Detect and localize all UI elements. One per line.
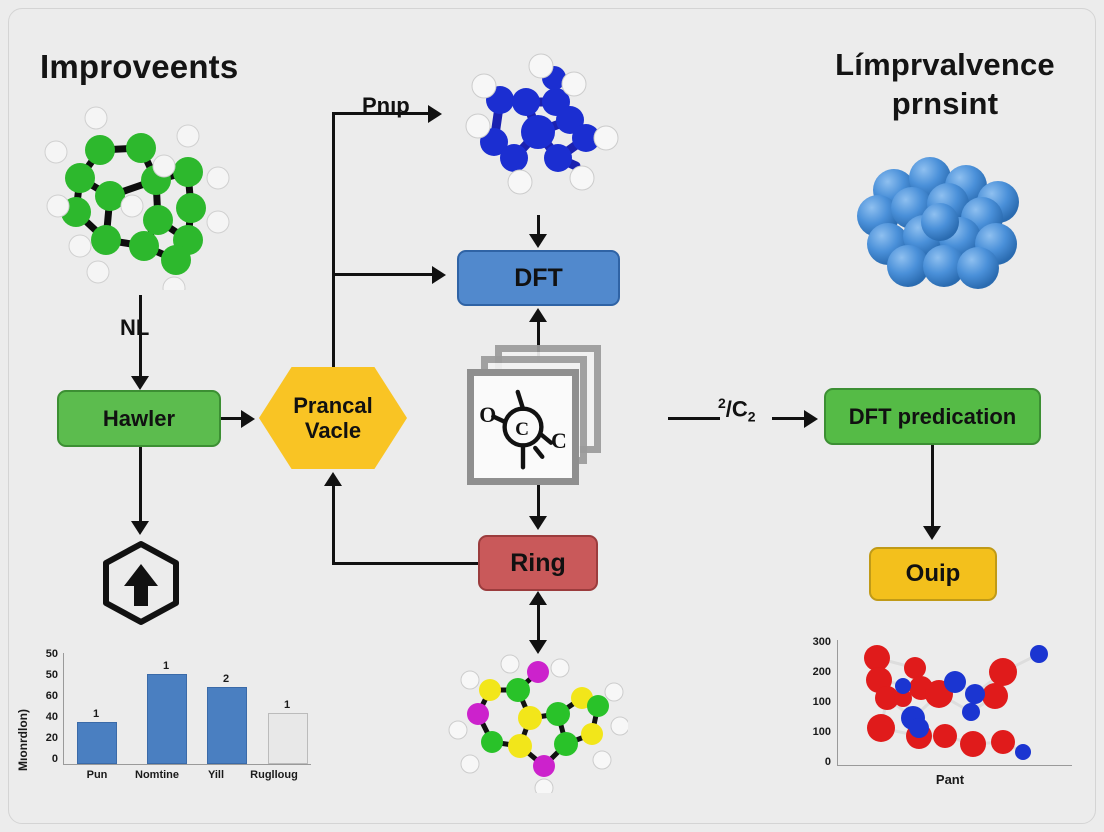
edge-ring-to-molecule bbox=[537, 604, 540, 644]
edge-label-c2-sup: 2 bbox=[718, 395, 726, 411]
chart-right-ytick-4: 0 bbox=[824, 756, 831, 768]
molecule-sketch-icon: O C C bbox=[479, 389, 567, 470]
chart-left-xaxis bbox=[63, 764, 311, 765]
chart-left-ytick-3: 40 bbox=[45, 711, 58, 723]
chart-left-cat-1: Nomtine bbox=[135, 769, 179, 781]
chart-left-ytick-1: 50 bbox=[45, 669, 58, 681]
bar-chart-left: Mıonrdlon) 50 50 60 40 20 0 1 1 2 1 Pun … bbox=[14, 645, 329, 785]
arrowhead-molecule-dft bbox=[529, 234, 547, 248]
chart-right-ytick-2: 100 bbox=[812, 696, 831, 708]
edge-ring-feedback bbox=[332, 562, 480, 565]
arrowhead-to-hexicon bbox=[131, 521, 149, 535]
chart-right-yaxis bbox=[837, 640, 838, 766]
document-stack-icon: O C C bbox=[465, 345, 605, 490]
edge-c2-to-dftpred bbox=[772, 417, 806, 420]
edge-prancal-to-dft bbox=[332, 273, 434, 276]
edge-label-c2-mid: /C bbox=[725, 396, 748, 422]
edge-hawler-to-prancal bbox=[221, 417, 243, 420]
chart-left-cat-2: Yill bbox=[207, 769, 225, 781]
edge-c2-left-stub bbox=[668, 417, 720, 420]
chart-left-ytick-2: 60 bbox=[45, 690, 58, 702]
edge-docs-to-dft bbox=[537, 322, 540, 362]
chart-right-xlabel: Pant bbox=[935, 772, 965, 787]
chart-right-ytick-0: 300 bbox=[812, 636, 831, 648]
arrowhead-to-ouip bbox=[923, 526, 941, 540]
arrowhead-docs-dft bbox=[529, 308, 547, 322]
multicolor-molecule-icon bbox=[448, 654, 628, 793]
chart-right-ytick-1: 200 bbox=[812, 666, 831, 678]
bar-3 bbox=[268, 713, 308, 764]
scatter-chart-right: 300 200 100 100 0 bbox=[795, 632, 1095, 797]
doc-atom-c-right: C bbox=[551, 429, 567, 453]
green-molecule-icon bbox=[44, 106, 230, 290]
document-card-front: O C C bbox=[467, 369, 579, 485]
arrowhead-to-hawler bbox=[131, 376, 149, 390]
edge-prancal-spine bbox=[332, 112, 335, 368]
chart-left-ylabel: Mıonrdlon) bbox=[16, 709, 30, 771]
edge-docs-to-ring bbox=[537, 470, 540, 518]
chart-right-ytick-3: 100 bbox=[812, 726, 831, 738]
blue-molecule-icon bbox=[465, 53, 619, 195]
node-dft[interactable]: DFT bbox=[457, 250, 620, 306]
chart-left-cat-0: Pun bbox=[86, 769, 108, 781]
molecule-red-blue-lattice-icon bbox=[864, 645, 1048, 760]
arrowhead-to-dft bbox=[432, 266, 446, 284]
edge-label-pnip: Pnıp bbox=[362, 93, 410, 118]
node-ring[interactable]: Ring bbox=[478, 535, 598, 591]
doc-atom-o: O bbox=[479, 403, 496, 427]
edge-label-c2: 2/C2 bbox=[718, 395, 756, 425]
chart-right-xaxis bbox=[837, 765, 1072, 766]
node-dft-predication[interactable]: DFT predication bbox=[824, 388, 1041, 445]
edge-molecule-to-hawler bbox=[139, 295, 142, 378]
arrowhead-to-blue-molecule bbox=[428, 105, 442, 123]
edge-hawler-to-hexicon bbox=[139, 447, 142, 523]
arrowhead-to-dft-predication bbox=[804, 410, 818, 428]
bar-value-1: 1 bbox=[162, 660, 170, 672]
chart-left-plot-area: 1 1 2 1 bbox=[63, 653, 311, 764]
bar-value-3: 1 bbox=[283, 699, 291, 711]
node-prancal-line2: Vacle bbox=[304, 418, 362, 443]
node-prancal-line1: Prancal bbox=[293, 392, 373, 418]
edge-label-c2-sub: 2 bbox=[747, 408, 756, 425]
chart-left-cat-3: Ruglloug bbox=[250, 769, 298, 781]
hexagon-up-arrow-icon bbox=[103, 541, 179, 625]
bar-value-0: 1 bbox=[92, 708, 100, 720]
edge-label-nl: NL bbox=[120, 315, 150, 340]
arrowhead-feedback-prancal bbox=[324, 472, 342, 486]
node-prancal-vacle[interactable]: Prancal Vacle bbox=[259, 367, 407, 469]
bar-1 bbox=[147, 674, 187, 764]
chart-left-ytick-4: 20 bbox=[45, 732, 58, 744]
bar-value-2: 2 bbox=[222, 673, 230, 685]
chart-left-yaxis bbox=[63, 653, 64, 765]
chart-left-ytick-0: 50 bbox=[45, 648, 58, 660]
bar-0 bbox=[77, 722, 117, 764]
doc-atom-c-center: C bbox=[515, 419, 529, 440]
edge-prancal-to-molecule bbox=[332, 112, 430, 115]
page-title-right: Límprvalvence prnsint bbox=[835, 47, 1055, 121]
bar-2 bbox=[207, 687, 247, 764]
page-title-left: Improveents bbox=[40, 48, 239, 85]
arrowhead-ring-up bbox=[529, 591, 547, 605]
blue-nanocluster-icon bbox=[857, 157, 1019, 289]
edge-dftpred-to-ouip bbox=[931, 445, 934, 527]
chart-left-ytick-5: 0 bbox=[51, 753, 58, 765]
node-hawler[interactable]: Hawler bbox=[57, 390, 221, 447]
arrowhead-to-prancal bbox=[241, 410, 255, 428]
edge-molecule-to-dft bbox=[537, 215, 540, 237]
arrowhead-ring-down bbox=[529, 640, 547, 654]
edge-ring-feedback-vertical bbox=[332, 485, 335, 563]
node-ouip[interactable]: Ouip bbox=[869, 547, 997, 601]
arrowhead-docs-ring bbox=[529, 516, 547, 530]
